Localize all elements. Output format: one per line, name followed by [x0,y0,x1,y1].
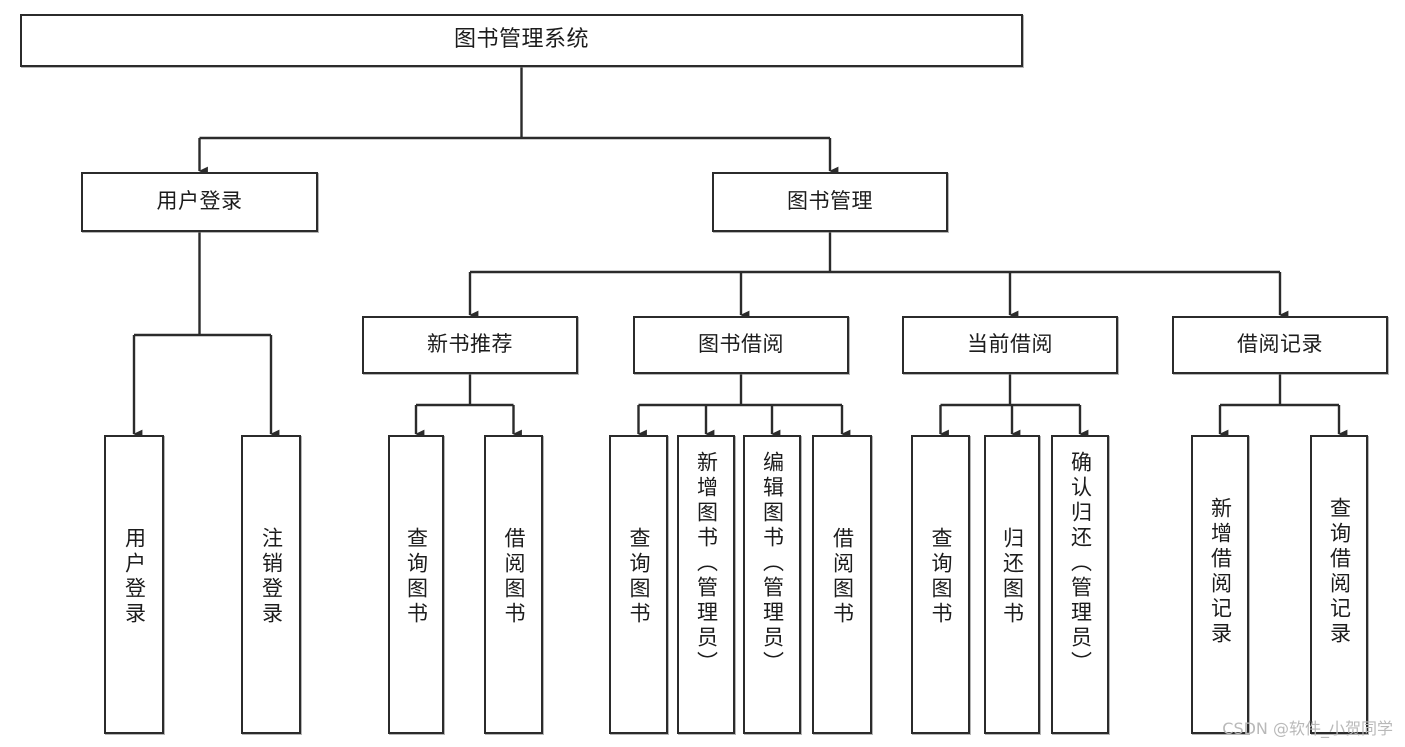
node-label-leaf-user-login: 用户登录 [122,527,147,627]
node-label-root: 图书管理系统 [453,27,589,53]
node-label-records: 借阅记录 [1237,332,1323,357]
node-root[interactable]: 图书管理系统 [20,14,1023,67]
node-label-leaf-bor-edit: 编辑图书（管理员） [760,451,785,676]
node-label-leaf-bor-query: 查询图书 [627,527,651,627]
node-label-leaf-new-query: 查询图书 [404,527,429,627]
node-login[interactable]: 用户登录 [81,172,318,232]
node-label-bookmgmt: 图书管理 [787,189,873,214]
watermark-text: CSDN @软件_小贺同学 [1222,719,1393,738]
node-leaf-bor-query[interactable]: 查询图书 [609,435,668,734]
node-leaf-new-borrow[interactable]: 借阅图书 [484,435,543,734]
node-leaf-bor-add[interactable]: 新增图书（管理员） [677,435,735,734]
node-label-leaf-rec-add: 新增借阅记录 [1208,497,1233,647]
node-leaf-cur-confirm[interactable]: 确认归还（管理员） [1051,435,1109,734]
node-label-leaf-cur-confirm: 确认归还（管理员） [1068,451,1093,676]
node-leaf-rec-query[interactable]: 查询借阅记录 [1310,435,1368,734]
node-borrow[interactable]: 图书借阅 [633,316,849,374]
node-leaf-rec-add[interactable]: 新增借阅记录 [1191,435,1249,734]
node-label-current: 当前借阅 [967,332,1053,357]
node-label-leaf-user-logout: 注销登录 [259,527,284,627]
edge-group [132,67,1348,439]
node-records[interactable]: 借阅记录 [1172,316,1388,374]
node-leaf-bor-lend[interactable]: 借阅图书 [812,435,872,734]
node-newbook[interactable]: 新书推荐 [362,316,578,374]
node-label-leaf-rec-query: 查询借阅记录 [1327,497,1352,647]
node-leaf-cur-query[interactable]: 查询图书 [911,435,970,734]
node-label-leaf-new-borrow: 借阅图书 [502,527,526,627]
node-bookmgmt[interactable]: 图书管理 [712,172,948,232]
node-leaf-bor-edit[interactable]: 编辑图书（管理员） [743,435,801,734]
node-label-newbook: 新书推荐 [427,332,513,357]
node-label-leaf-bor-lend: 借阅图书 [830,527,855,627]
node-leaf-user-login[interactable]: 用户登录 [104,435,164,734]
node-label-leaf-cur-return: 归还图书 [1000,527,1025,627]
node-leaf-cur-return[interactable]: 归还图书 [984,435,1040,734]
node-leaf-new-query[interactable]: 查询图书 [388,435,444,734]
node-label-borrow: 图书借阅 [698,332,784,357]
node-leaf-user-logout[interactable]: 注销登录 [241,435,301,734]
node-label-leaf-cur-query: 查询图书 [929,527,953,627]
node-label-login: 用户登录 [156,189,243,214]
node-current[interactable]: 当前借阅 [902,316,1118,374]
node-label-leaf-bor-add: 新增图书（管理员） [694,451,719,676]
